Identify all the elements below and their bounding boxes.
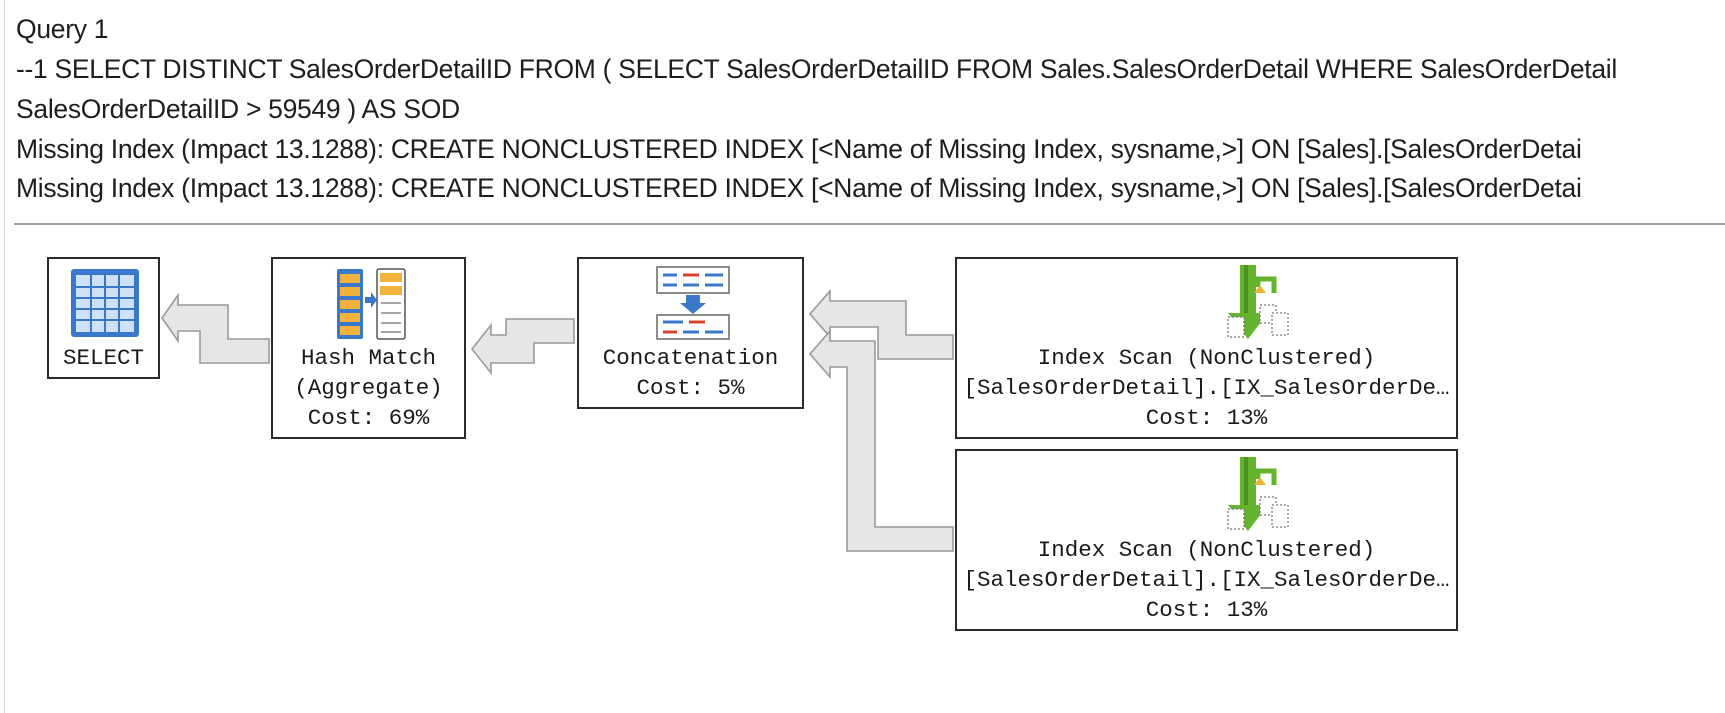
plan-node-select[interactable]: SELECT xyxy=(47,257,160,379)
missing-index-hint-2[interactable]: Missing Index (Impact 13.1288): CREATE N… xyxy=(16,173,1582,203)
query-text-line-1: --1 SELECT DISTINCT SalesOrderDetailID F… xyxy=(16,54,1617,84)
plan-node-hash-match[interactable]: Hash Match (Aggregate) Cost: 69% xyxy=(271,257,466,439)
hash-match-cost: Cost: 69% xyxy=(307,405,430,431)
plan-node-index-scan-1[interactable]: Index Scan (NonClustered) [SalesOrderDet… xyxy=(955,257,1458,439)
concatenation-label: Concatenation xyxy=(602,345,779,371)
hash-match-label: Hash Match xyxy=(300,345,437,371)
concatenation-icon xyxy=(656,266,730,340)
index-scan-icon xyxy=(1227,457,1289,531)
select-label: SELECT xyxy=(62,345,144,371)
select-table-icon xyxy=(71,269,139,337)
hash-match-sublabel: (Aggregate) xyxy=(294,375,443,401)
index-scan-1-cost: Cost: 13% xyxy=(1145,405,1268,431)
query-text-line-2: SalesOrderDetailID > 59549 ) AS SOD xyxy=(16,94,460,124)
index-scan-2-label: Index Scan (NonClustered) xyxy=(1037,537,1376,563)
plan-node-index-scan-2[interactable]: Index Scan (NonClustered) [SalesOrderDet… xyxy=(955,449,1458,631)
index-scan-1-label: Index Scan (NonClustered) xyxy=(1037,345,1376,371)
window-border xyxy=(4,0,5,713)
concatenation-cost: Cost: 5% xyxy=(636,375,745,401)
hash-match-icon xyxy=(337,268,406,340)
header-separator xyxy=(14,223,1725,225)
missing-index-hint-1[interactable]: Missing Index (Impact 13.1288): CREATE N… xyxy=(16,134,1582,164)
flow-arrow-scan1-to-concat xyxy=(808,288,954,360)
flow-arrow-hash-to-select xyxy=(161,292,270,364)
plan-node-concatenation[interactable]: Concatenation Cost: 5% xyxy=(577,257,804,409)
index-scan-2-cost: Cost: 13% xyxy=(1145,597,1268,623)
flow-arrow-concat-to-hash xyxy=(470,318,575,376)
flow-arrow-scan2-to-concat xyxy=(808,328,954,552)
query-title: Query 1 xyxy=(16,14,109,44)
index-scan-1-object: [SalesOrderDetail].[IX_SalesOrderDe… xyxy=(963,375,1450,401)
index-scan-icon xyxy=(1227,265,1289,339)
index-scan-2-object: [SalesOrderDetail].[IX_SalesOrderDe… xyxy=(963,567,1450,593)
